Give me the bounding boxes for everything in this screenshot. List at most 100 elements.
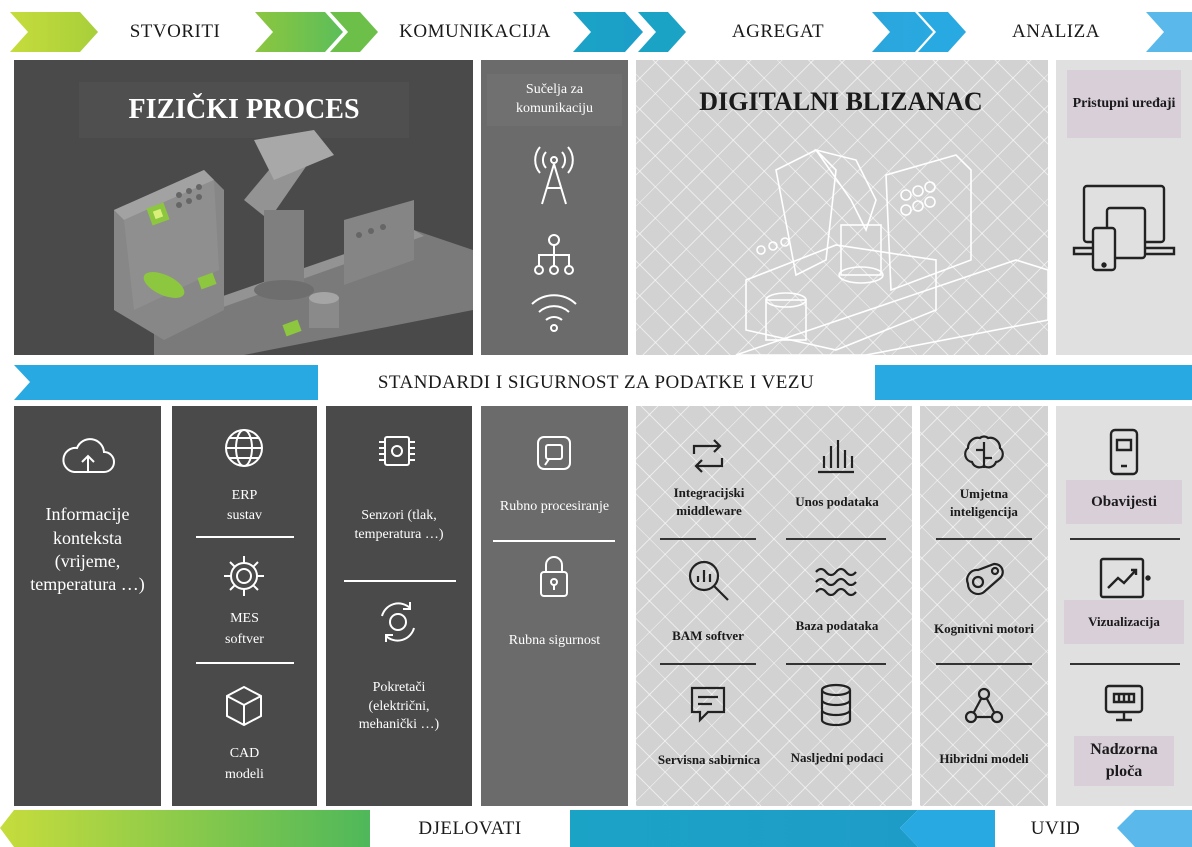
divider <box>936 538 1032 540</box>
legacy-data-label: Nasljedni podaci <box>790 750 884 766</box>
edge-panel: Rubno procesiranje Rubna sigurnost <box>481 406 628 806</box>
divider <box>786 663 886 665</box>
swap-arrows-icon <box>686 436 730 476</box>
bottom-arrow-mid <box>570 810 918 847</box>
bottom-arrow-left <box>0 810 370 847</box>
integration-middleware-label: Integracijski middleware <box>673 485 745 518</box>
stage-label-analiza: ANALIZA <box>1012 21 1100 42</box>
erp-label-line1: ERP <box>231 487 258 503</box>
wifi-icon <box>527 290 581 335</box>
digital-twin-title: DIGITALNI BLIZANAC <box>699 87 983 116</box>
waves-icon <box>812 562 860 602</box>
bottom-stage-bar: DJELOVATI UVID <box>0 810 1192 847</box>
database-icon <box>816 682 856 728</box>
digital-twin-panel: DIGITALNI BLIZANAC <box>636 60 1048 355</box>
industrial-machine-illustration <box>114 130 473 355</box>
bottom-arrow-right2 <box>1117 810 1192 847</box>
sensors-label: Senzori (tlak, temperatura …) <box>354 508 444 542</box>
hybrid-models-label: Hibridni modeli <box>939 751 1029 767</box>
notifications-label: Obavijesti <box>1066 480 1182 524</box>
bam-software-label: BAM softver <box>672 628 744 644</box>
bottom-arrow-right1 <box>900 810 995 847</box>
divider <box>196 662 294 664</box>
cad-label-line2: modeli <box>225 766 264 782</box>
ai-panel: Umjetna inteligencija Kognitivni motori … <box>920 406 1048 806</box>
communication-interfaces-panel: Sučelja za komunikaciju <box>481 60 628 355</box>
stage-arrow-3 <box>573 12 643 52</box>
lock-icon <box>533 552 575 602</box>
message-icon <box>686 682 730 726</box>
outputs-panel: Obavijesti Vizualizacija Nadzorna ploča <box>1056 406 1192 806</box>
stage-label-agregat: AGREGAT <box>731 21 825 42</box>
cognitive-engines-label: Kognitivni motori <box>933 621 1035 637</box>
stage-arrow-3b <box>638 12 686 52</box>
bar-chart-icon <box>814 434 858 476</box>
graph-nodes-icon <box>962 684 1006 728</box>
actuators-label: Pokretači (električni, mehanički …) <box>358 679 440 733</box>
divider <box>196 536 294 538</box>
context-panel: Informacije konteksta (vrijeme, temperat… <box>14 406 161 806</box>
trend-chart-icon <box>1096 554 1152 604</box>
ai-label: Umjetna inteligencija <box>950 486 1018 519</box>
middle-bar-shapes <box>14 365 1192 400</box>
cube-icon <box>220 682 268 730</box>
rotate-icon <box>372 596 424 648</box>
gear-icon <box>220 552 268 600</box>
edge-processing-icon <box>531 430 577 476</box>
stage-arrow-4 <box>872 12 933 52</box>
network-hierarchy-icon <box>529 230 579 280</box>
bottom-label-djelovati: DJELOVATI <box>418 817 522 839</box>
middle-bar-label: STANDARDI I SIGURNOST ZA PODATKE I VEZU <box>377 371 815 393</box>
top-stage-bar: STVORITI KOMUNIKACIJA AGREGAT ANALIZA <box>0 12 1192 52</box>
digital-twin-wireframe-illustration <box>735 148 1048 355</box>
cloud-upload-icon <box>58 432 118 482</box>
dashboard-icon <box>1100 680 1148 726</box>
devices-icon <box>1069 178 1179 278</box>
middle-standards-bar: STANDARDI I SIGURNOST ZA PODATKE I VEZU <box>0 365 1192 400</box>
database-label: Baza podataka <box>795 618 879 634</box>
stage-arrow-5 <box>1146 12 1192 52</box>
stage-label-komunikacija: KOMUNIKACIJA <box>399 21 551 42</box>
access-devices-panel: Pristupni uređaji <box>1056 60 1192 355</box>
stage-arrow-2 <box>255 12 343 52</box>
mes-label-line2: softver <box>225 631 264 647</box>
physical-process-title: FIZIČKI PROCES <box>79 82 409 138</box>
physical-process-panel: FIZIČKI PROCES <box>14 60 473 355</box>
divider <box>493 540 615 542</box>
visualization-label: Vizualizacija <box>1064 600 1184 644</box>
data-input-label: Unos podataka <box>795 494 879 510</box>
stage-arrow-2b <box>330 12 378 52</box>
divider <box>660 538 756 540</box>
bottom-label-uvid: UVID <box>1030 817 1081 839</box>
divider <box>786 538 886 540</box>
dashboard-label: Nadzorna ploča <box>1074 736 1174 786</box>
top-stage-arrows <box>10 12 1192 52</box>
divider <box>936 663 1032 665</box>
chip-icon <box>374 428 420 474</box>
integration-data-panel: Integracijski middleware Unos podataka B… <box>636 406 912 806</box>
enterprise-systems-panel: ERP sustav MES softver CAD modeli <box>172 406 317 806</box>
edge-security-label: Rubna sigurnost <box>508 632 601 648</box>
context-label: Informacije konteksta (vrijeme, temperat… <box>30 504 145 595</box>
magnifier-chart-icon <box>684 556 734 606</box>
globe-icon <box>220 424 268 472</box>
communication-interfaces-title: Sučelja za komunikaciju <box>487 74 622 126</box>
bottom-bar-shapes <box>0 810 1192 847</box>
divider <box>344 580 456 582</box>
stage-label-stvoriti: STVORITI <box>129 21 221 42</box>
divider <box>660 663 756 665</box>
stage-arrow-1 <box>10 12 98 52</box>
brain-icon <box>962 432 1006 476</box>
cad-label-line1: CAD <box>229 745 260 761</box>
divider <box>1070 663 1180 665</box>
antenna-icon <box>524 142 584 208</box>
stage-arrow-4b <box>918 12 966 52</box>
service-bus-label: Servisna sabirnica <box>657 752 761 768</box>
engine-icon <box>960 556 1008 600</box>
divider <box>1070 538 1180 540</box>
edge-processing-label: Rubno procesiranje <box>499 498 610 514</box>
access-devices-title: Pristupni uređaji <box>1067 70 1181 138</box>
erp-label-line2: sustav <box>227 507 262 523</box>
mes-label-line1: MES <box>230 610 259 626</box>
mobile-icon <box>1102 426 1146 478</box>
